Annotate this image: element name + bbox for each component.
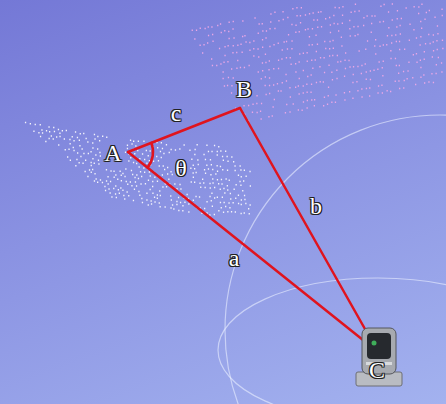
vertex-label: A (104, 141, 121, 165)
angle-arc (148, 143, 154, 168)
pink-points (192, 4, 444, 121)
vertex-label: C (369, 358, 385, 382)
range-circles (218, 115, 446, 404)
white-points (25, 123, 251, 215)
vertex-label: B (236, 77, 252, 101)
angle-label: θ (175, 156, 187, 180)
side-b (240, 108, 378, 352)
side-label: a (229, 246, 240, 270)
side-label: c (171, 101, 182, 125)
side-label: b (310, 194, 322, 218)
range-circle (225, 115, 446, 404)
side-c (128, 108, 240, 152)
range-ellipse (218, 278, 446, 404)
side-a (128, 152, 378, 352)
triangle (128, 108, 378, 352)
point-cloud (25, 4, 444, 215)
lidar-device (356, 328, 402, 386)
